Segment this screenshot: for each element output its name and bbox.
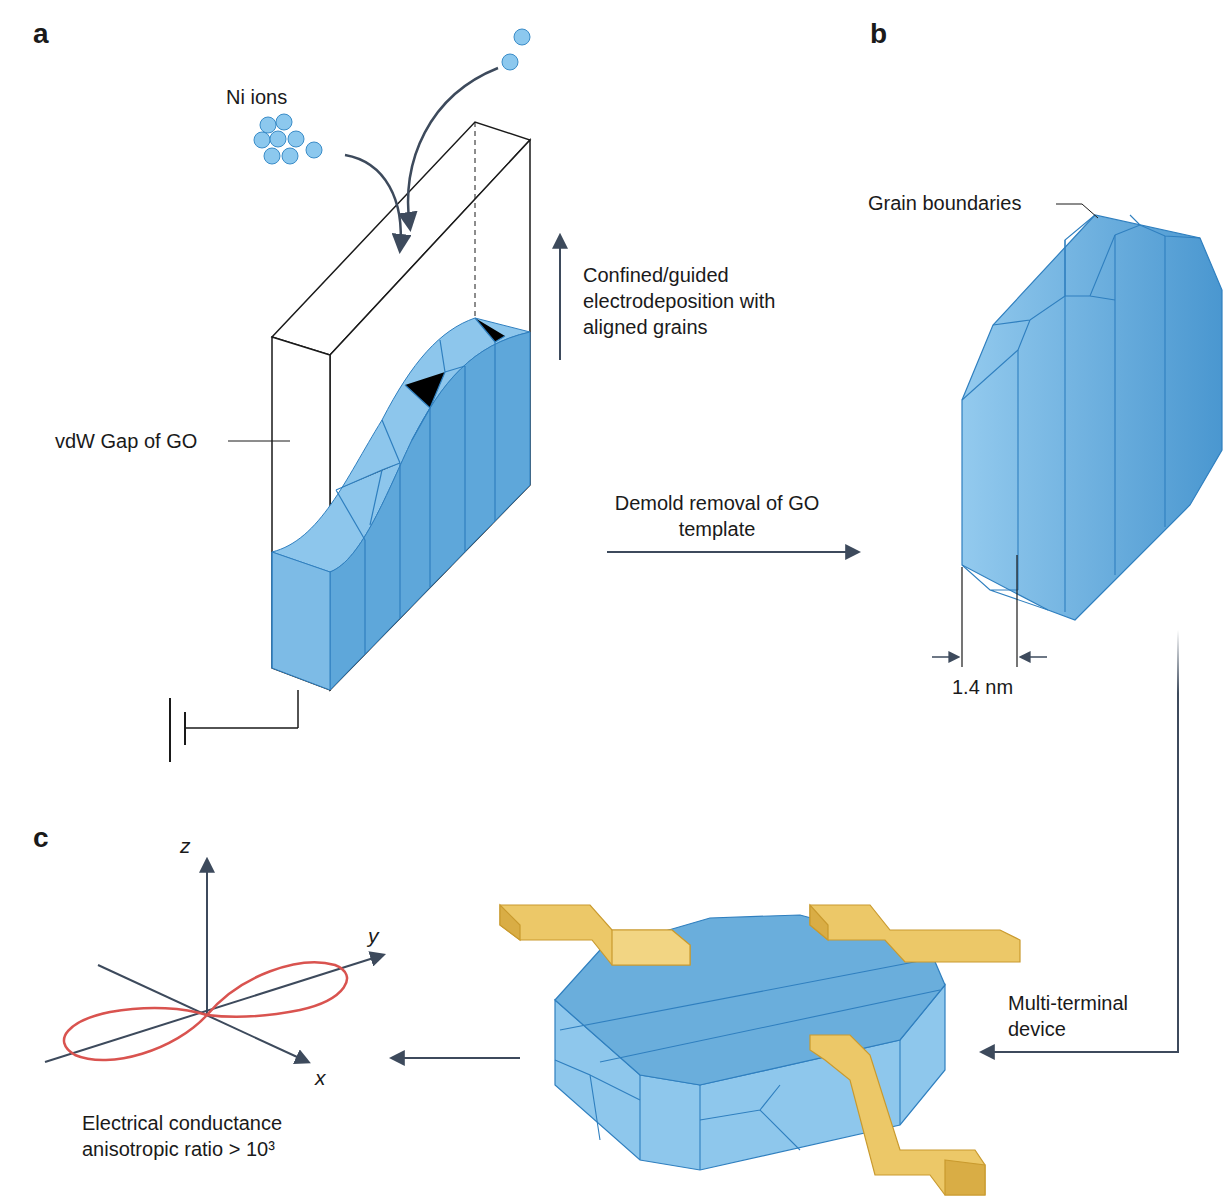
axis-label: y xyxy=(368,922,379,949)
nickel-deposit xyxy=(170,318,530,762)
process-label: Confined/guided electrodeposition with a… xyxy=(583,262,798,340)
ion-label: Ni ions xyxy=(226,84,287,110)
result-label: Electrical conductance anisotropic ratio… xyxy=(82,1110,344,1162)
axis-label: x xyxy=(315,1064,326,1091)
panel-letter: a xyxy=(33,16,49,52)
step-label: Multi-terminal device xyxy=(1008,990,1178,1042)
axis-label: z xyxy=(180,832,191,859)
step-label: Demold removal of GO template xyxy=(602,490,832,542)
panel-letter: c xyxy=(33,820,49,856)
anisotropy-plot xyxy=(45,860,383,1062)
dimension: 1.4 nm xyxy=(952,674,1013,700)
ion-arrows xyxy=(345,68,858,552)
ni-ions xyxy=(254,29,530,164)
leader-label: vdW Gap of GO xyxy=(55,428,197,454)
panel-letter: b xyxy=(870,16,887,52)
leader-label: Grain boundaries xyxy=(868,190,1021,216)
go-template xyxy=(272,122,530,690)
nickel-crystal xyxy=(932,204,1222,667)
multi-terminal-device xyxy=(500,905,1020,1195)
